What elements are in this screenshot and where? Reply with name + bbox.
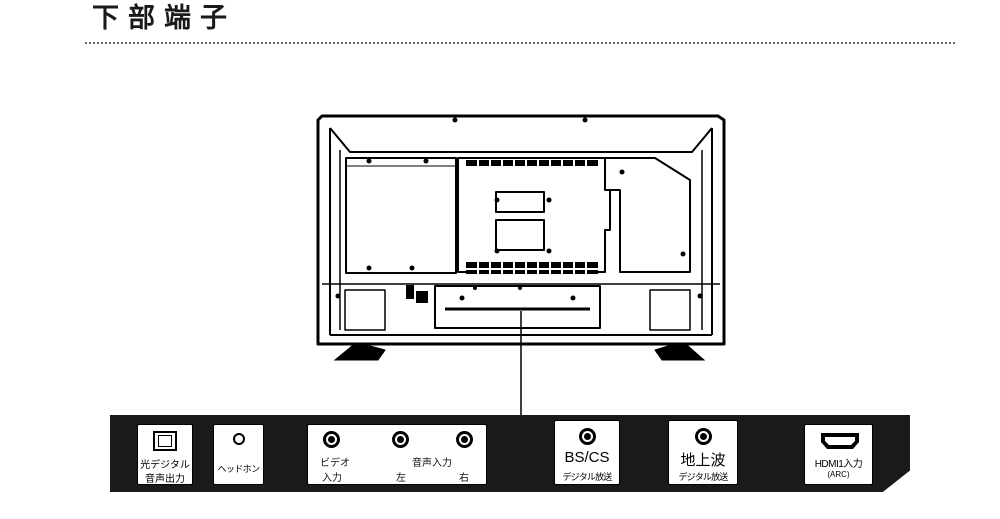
- bs-cs-title: BS/CS: [564, 449, 610, 466]
- hdmi-title: HDMI1入力: [814, 459, 863, 470]
- audio-input-label: 音声入力: [412, 458, 452, 469]
- tv-outer-frame: [316, 114, 726, 346]
- optical-label-line2: 音声出力: [145, 474, 185, 485]
- hdmi-subtitle: (ARC): [827, 470, 850, 479]
- right-channel-label: 右: [459, 473, 469, 484]
- port-hdmi1-arc: HDMI1入力 (ARC): [804, 424, 873, 485]
- tv-inner-frame: [329, 127, 713, 153]
- port-av-input: ビデオ 音声入力 入力 左 右: [307, 424, 487, 485]
- headphone-label: ヘッドホン: [217, 465, 260, 475]
- tv-stand-left: [333, 345, 386, 361]
- video-label: ビデオ: [320, 458, 350, 469]
- audio-left-jack-icon: [392, 431, 409, 448]
- audio-right-jack-icon: [456, 431, 473, 448]
- tv-right-panel: [605, 157, 691, 273]
- tv-stand-right: [654, 345, 706, 361]
- page-title: 下部端子: [92, 3, 236, 34]
- port-terrestrial-antenna: 地上波 デジタル放送: [668, 420, 738, 485]
- headphone-jack-icon: [233, 433, 245, 445]
- input-label: 入力: [322, 473, 342, 484]
- tv-terminal-housing: [434, 285, 601, 329]
- left-channel-label: 左: [396, 473, 406, 484]
- port-headphone: ヘッドホン: [213, 424, 264, 485]
- hdmi-port-icon: [821, 433, 859, 449]
- terrestrial-jack-icon: [695, 428, 712, 445]
- tv-left-board: [345, 157, 457, 274]
- optical-port-icon: [153, 431, 177, 451]
- bs-cs-jack-icon: [579, 428, 596, 445]
- tv-center-plate: [457, 157, 611, 273]
- terrestrial-title: 地上波: [680, 451, 726, 469]
- port-optical-audio-output: 光デジタル 音声出力: [137, 424, 193, 485]
- bs-cs-subtitle: デジタル放送: [562, 473, 612, 483]
- title-divider: [85, 42, 955, 44]
- terrestrial-subtitle: デジタル放送: [678, 473, 728, 483]
- video-jack-icon: [323, 431, 340, 448]
- port-bs-cs-antenna: BS/CS デジタル放送: [554, 420, 620, 485]
- optical-label-line1: 光デジタル: [140, 460, 190, 471]
